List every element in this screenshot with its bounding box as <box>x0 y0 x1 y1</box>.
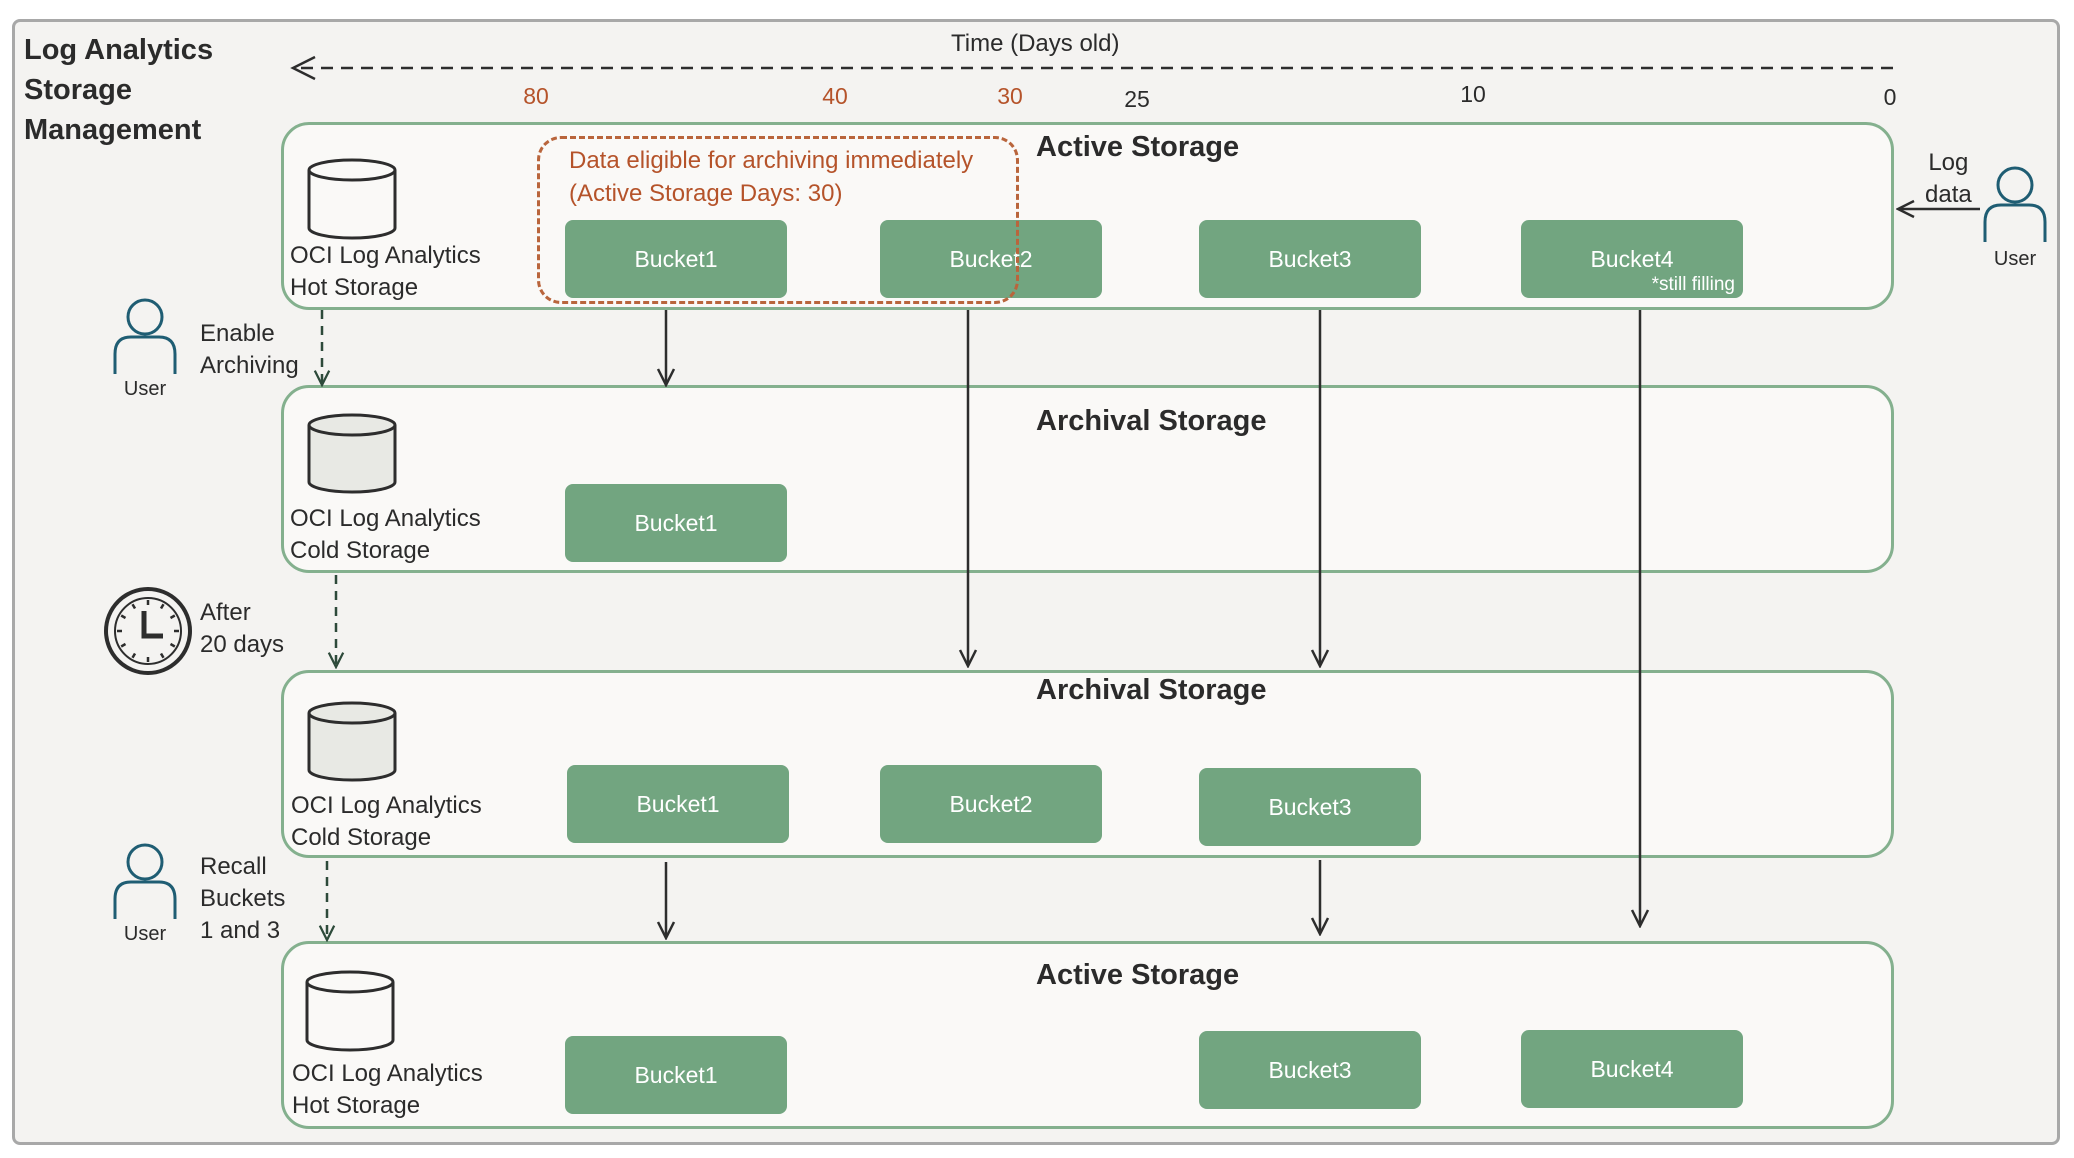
bucket-1: Bucket1 <box>565 220 787 298</box>
bucket-flow-arrows <box>666 310 1640 938</box>
cold-storage-database-icon <box>307 413 397 494</box>
bucket-2: Bucket2 <box>880 220 1102 298</box>
bucket-note: *still filling <box>1651 274 1735 295</box>
bucket-1: Bucket1 <box>567 765 789 843</box>
panel-title: Archival Storage <box>1036 674 1267 706</box>
timeline-arrow <box>290 55 1893 81</box>
user-label: User <box>123 923 167 945</box>
user-icon <box>1983 166 2047 242</box>
hot-storage-database-icon <box>307 158 397 240</box>
diagram-title: Log Analytics Storage Management <box>24 34 214 146</box>
bucket-4: Bucket4 <box>1521 1030 1743 1108</box>
panel-title: Active Storage <box>1036 131 1240 163</box>
panel-title: Active Storage <box>1036 959 1240 991</box>
bucket-4: Bucket4 *still filling <box>1521 220 1743 298</box>
user-label: User <box>123 378 167 400</box>
archival-storage-panel <box>281 385 1894 573</box>
bucket-3: Bucket3 <box>1199 768 1421 846</box>
bucket-label: Bucket4 <box>1590 245 1674 272</box>
user-icon <box>113 843 177 919</box>
bucket-2: Bucket2 <box>880 765 1102 843</box>
bucket-3: Bucket3 <box>1199 1031 1421 1109</box>
timeline-tick: 80 <box>523 83 549 109</box>
user-icon <box>113 298 177 374</box>
bucket-1: Bucket1 <box>565 1036 787 1114</box>
eligible-for-archiving-region <box>537 136 1019 304</box>
bucket-1: Bucket1 <box>565 484 787 562</box>
clock-icon <box>104 587 192 675</box>
timeline-tick: 10 <box>1460 81 1486 107</box>
panel-title: Archival Storage <box>1036 405 1267 437</box>
timeline-label: Time (Days old) <box>951 30 1120 57</box>
timeline-tick: 40 <box>822 83 848 109</box>
bucket-3: Bucket3 <box>1199 220 1421 298</box>
timeline-tick: 30 <box>997 83 1023 109</box>
timeline-tick: 0 <box>1883 84 1897 110</box>
user-label: User <box>1993 248 2037 270</box>
cold-storage-database-icon <box>307 701 397 782</box>
eligible-for-archiving-note: Data eligible for archiving immediately(… <box>569 147 974 207</box>
step-arrows <box>322 310 336 940</box>
hot-storage-database-icon <box>305 970 395 1052</box>
timeline-tick: 25 <box>1124 86 1150 112</box>
